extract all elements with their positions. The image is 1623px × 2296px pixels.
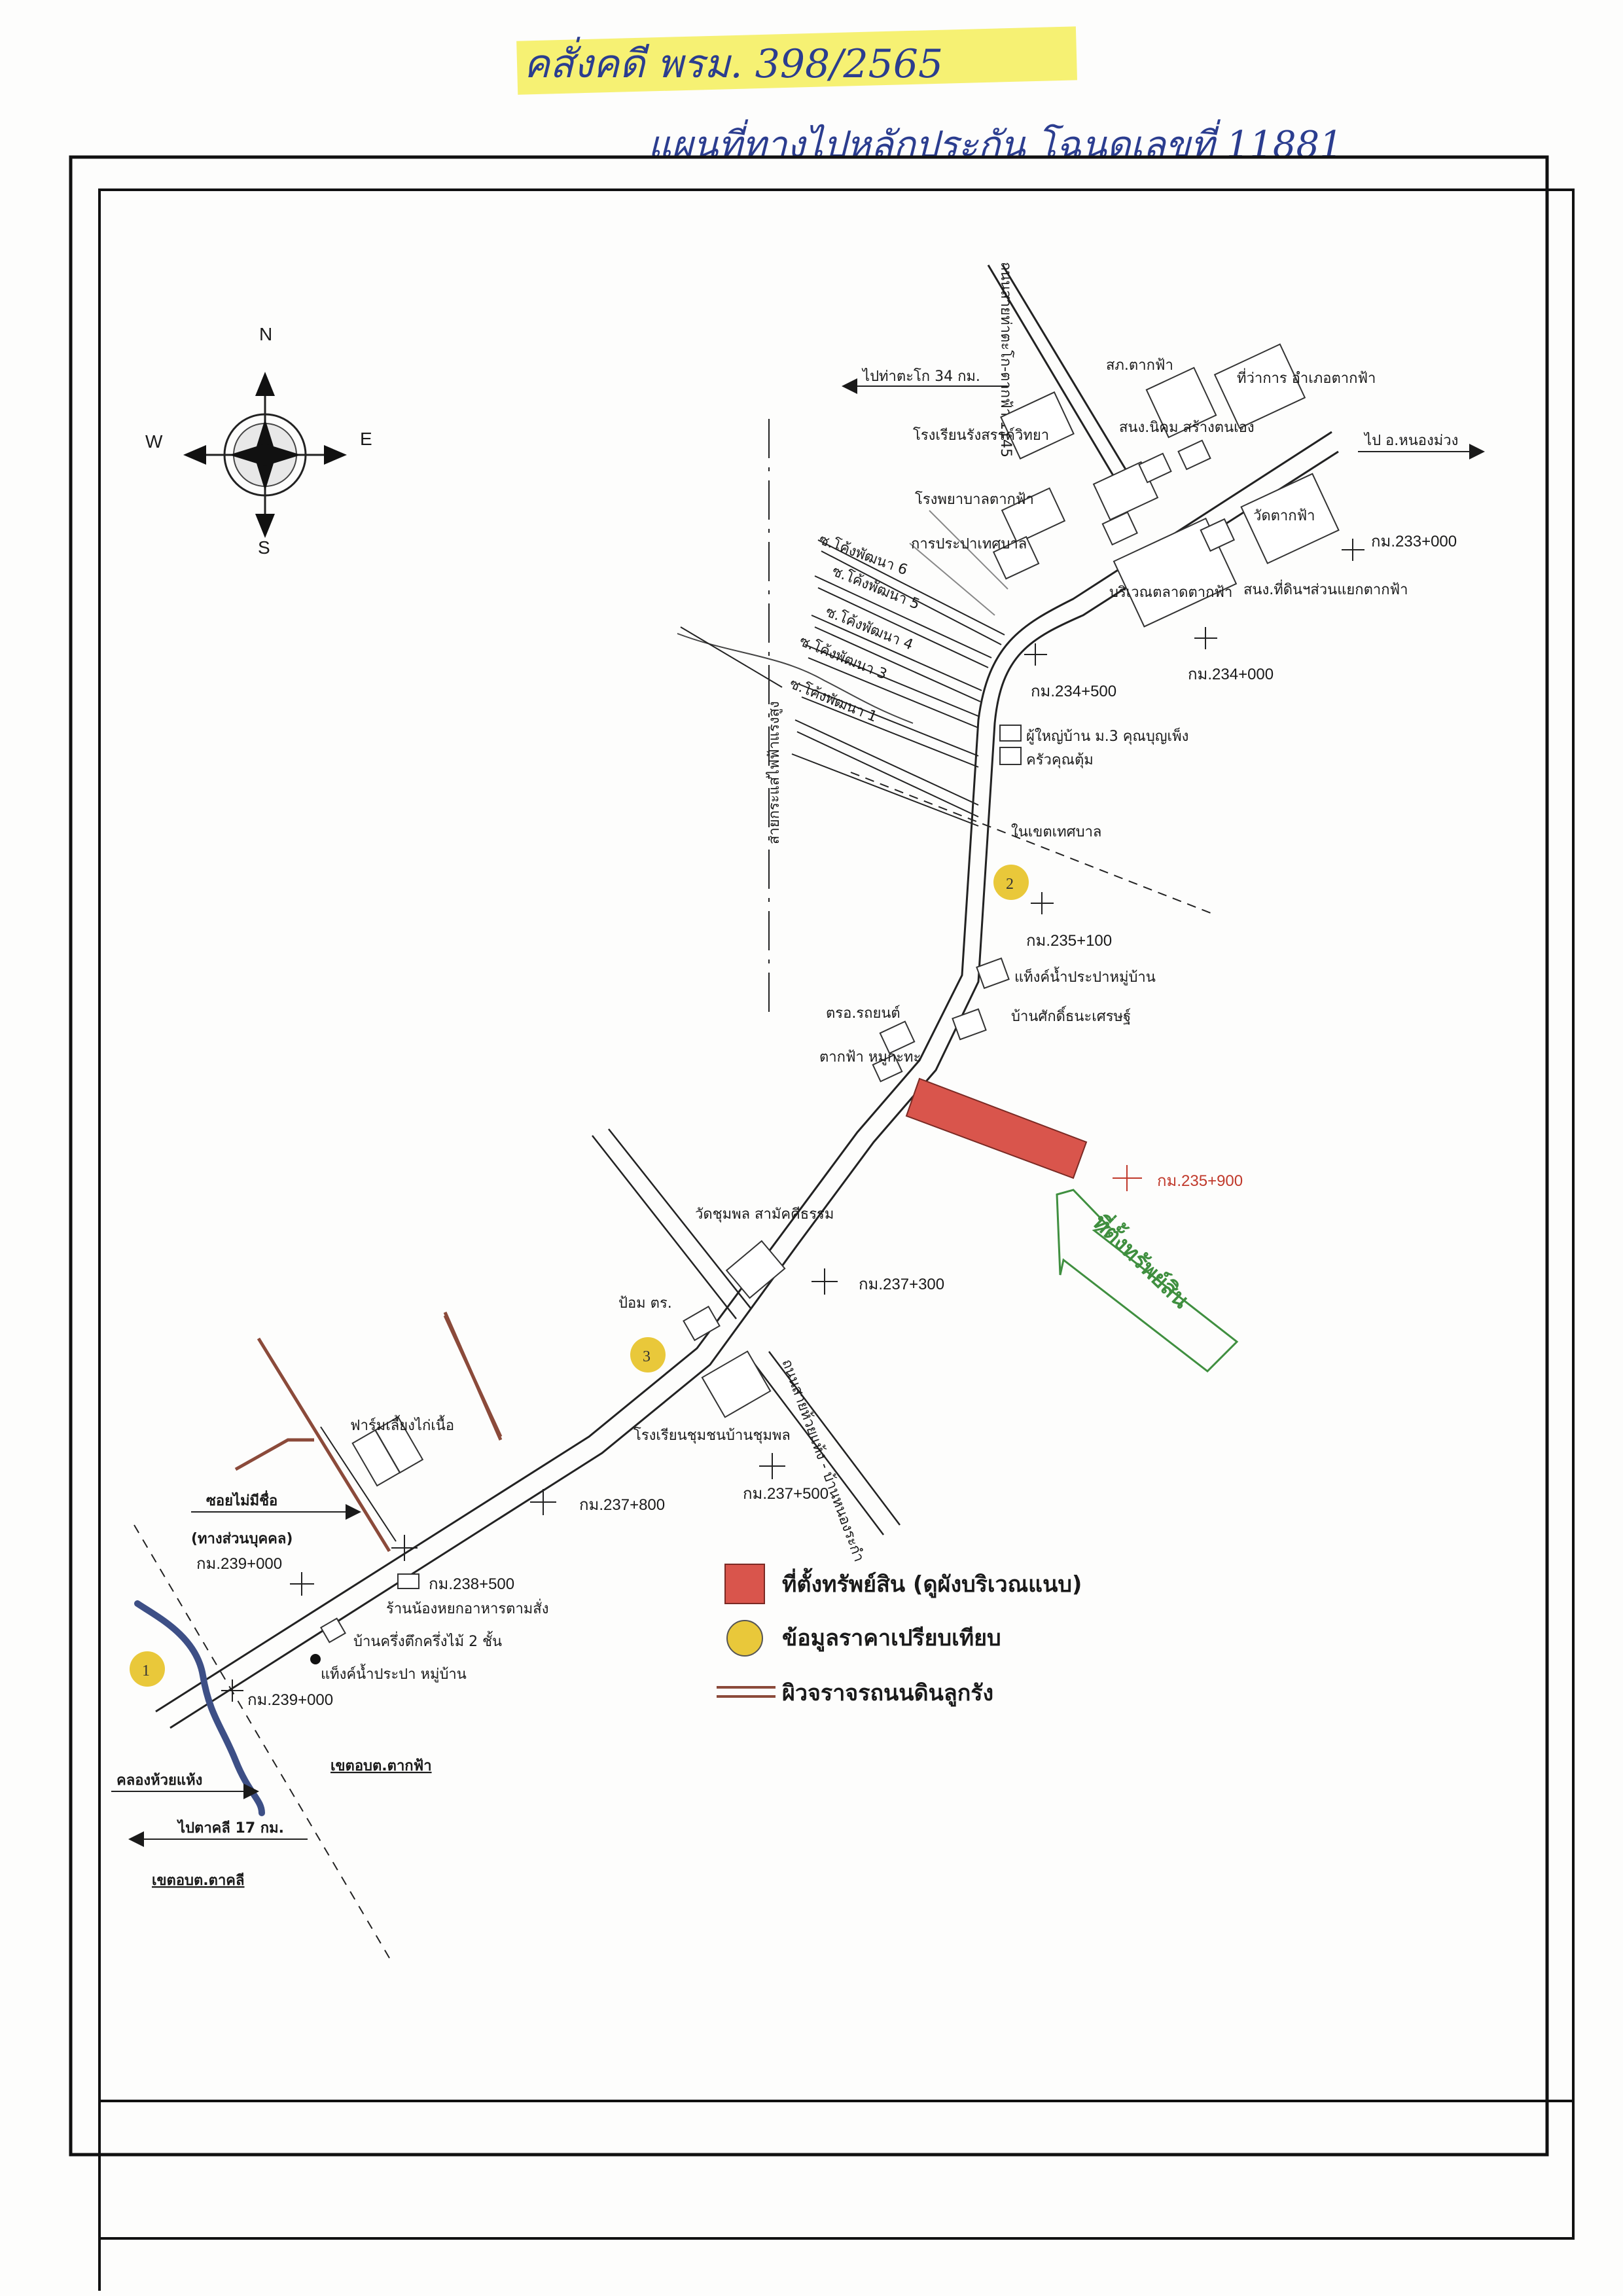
soi-lanes	[791, 539, 1005, 827]
restaurant-label: ร้านน้องหยกอาหารตามสั่ง	[386, 1598, 548, 1617]
wat-chumphon-label: วัดชุมพล สามัคคีธรรม	[695, 1206, 834, 1223]
house-sak-label: บ้านศักดิ์ธนะเศรษฐ์	[1011, 1006, 1131, 1025]
highway-police-label: ตรอ.รถยนต์	[826, 1005, 901, 1022]
soi-noname-label: ซอยไม่มีชื่อ	[206, 1490, 277, 1509]
school-chumphon-label: โรงเรียนชุมชนบ้านชุมพล	[633, 1427, 791, 1444]
building-cluster-north	[992, 343, 1340, 628]
km-237-3-label: กม.237+300	[859, 1276, 944, 1293]
police-takfa-label: สภ.ตากฟ้า	[1106, 357, 1173, 374]
km-239-a-label: กม.239+000	[196, 1555, 282, 1573]
svg-text:1: 1	[142, 1662, 150, 1679]
km-237-5-label: กม.237+500	[743, 1485, 829, 1503]
zone-takfa-label: เขตอบต.ตากฟ้า	[330, 1758, 432, 1774]
to-takhli-label: ไปตาคลี 17 กม.	[177, 1819, 284, 1837]
property-here-label: ที่ตั้งทรัพย์สิน	[1088, 1206, 1197, 1314]
dirt-roads	[234, 1312, 503, 1552]
wat-takfa-label: วัดตากฟ้า	[1253, 508, 1315, 524]
property-parcel	[905, 1077, 1088, 1179]
soi6-label: ซ.โค้งพัฒนา 6	[817, 531, 910, 579]
house-2fl-label: บ้านครึ่งตึกครึ่งไม้ 2 ชั้น	[353, 1631, 502, 1650]
compass-rose-icon: N S E W	[145, 324, 372, 558]
district-office-label: ที่ว่าการ อำเภอตากฟ้า	[1237, 368, 1376, 387]
moo-kata-label: ตากฟ้า หมูกะทะ	[819, 1049, 921, 1066]
legend-property: ที่ตั้งทรัพย์สิน (ดูผังบริเวณแนบ)	[782, 1568, 1082, 1598]
school-rung-label: โรงเรียนรังสรรค์วิทยา	[913, 427, 1049, 444]
village-tank-label: แท็งค์น้ำประปา หมู่บ้าน	[321, 1664, 467, 1683]
legend-dirt-road: ผิวจราจรถนนดินลูกรัง	[782, 1680, 993, 1707]
km-239-b-label: กม.239+000	[247, 1691, 333, 1709]
stream	[677, 633, 914, 724]
market-label: บริเวณตลาดตากฟ้า	[1109, 584, 1232, 601]
water-tank-label: แท็งค์น้ำประปาหมู่บ้าน	[1014, 967, 1156, 986]
compass-north: N	[259, 324, 272, 344]
km-234-5-label: กม.234+500	[1031, 683, 1116, 700]
legend-comparable-swatch	[726, 1620, 763, 1657]
to-nongmuang-label: ไป อ.หนองม่วง	[1363, 432, 1458, 449]
map-frame	[69, 155, 1549, 2157]
to-thatako-label: ไปท่าตะโก 34 กม.	[861, 368, 980, 385]
svg-text:3: 3	[643, 1348, 651, 1365]
chicken-farm-label: ฟาร์มเลี้ยงไก่เนื้อ	[350, 1415, 454, 1434]
km-234-label: กม.234+000	[1188, 666, 1274, 683]
legend-comparable: ข้อมูลราคาเปรียบเทียบ	[782, 1625, 1001, 1652]
nikhom-label: สนง.นิคม สร้างตนเอง	[1119, 420, 1255, 436]
comparable-marker-2	[993, 865, 1029, 900]
police-box-label: ป้อม ตร.	[618, 1295, 672, 1312]
svg-text:2: 2	[1006, 876, 1014, 893]
km-235-1-label: กม.235+100	[1026, 932, 1112, 950]
comparable-marker-1	[130, 1651, 165, 1687]
district-boundary	[134, 1524, 393, 1964]
km-235-9-label: กม.235+900	[1157, 1172, 1243, 1190]
map-subtitle: แผนที่ทางไปหลักประกัน โฉนดเลขที่ 11881	[648, 119, 1343, 166]
compass-east: E	[360, 429, 372, 449]
km-237-8-label: กม.237+800	[579, 1496, 665, 1514]
waterworks-label: การประปาเทศบาล	[911, 536, 1027, 552]
land-office-label: สนง.ที่ดินฯส่วนแยกตากฟ้า	[1243, 579, 1408, 598]
headman-label: ผู้ใหญ่บ้าน ม.3 คุณบุญเพ็ง	[1026, 726, 1188, 745]
crossroad	[592, 1128, 901, 1535]
order-reference: คสั่งคดี พรม. 398/2565	[524, 37, 943, 87]
hospital-label: โรงพยาบาลตากฟ้า	[915, 491, 1034, 508]
comparable-marker-3	[630, 1337, 666, 1372]
km-238-5-label: กม.238+500	[429, 1575, 514, 1593]
compass-west: W	[145, 431, 163, 452]
compass-south: S	[258, 537, 270, 558]
power-line-label: สายกระแสไฟฟ้าแรงสูง	[766, 701, 783, 844]
main-highway	[155, 431, 1339, 1729]
rd-huaykaeng-label: ถนนสายห้วยแห้ง - บ้านหนองระกำ	[778, 1357, 866, 1564]
legend-property-swatch	[724, 1564, 765, 1604]
municipal-label: ในเขตเทศบาล	[1011, 823, 1101, 840]
kitchen-label: ครัวคุณตุ้ม	[1026, 752, 1094, 768]
soi1-label: ซ.โค้งพัฒนา 1	[787, 675, 880, 725]
soi4-label: ซ.โค้งพัฒนา 4	[823, 603, 916, 653]
km-233-label: กม.233+000	[1371, 533, 1457, 550]
private-road-label: (ทางส่วนบุคคล)	[191, 1531, 293, 1548]
legend: ที่ตั้งทรัพย์สิน (ดูผังบริเวณแนบ) ข้อมูล…	[717, 1564, 1082, 1707]
footer-box	[98, 2100, 1575, 2240]
canal-label: คลองห้วยแห้ง	[116, 1772, 202, 1789]
road-1145	[987, 264, 1137, 488]
highlighter-mark	[516, 26, 1077, 95]
property-pointer-arrow: ที่ตั้งทรัพย์สิน	[1056, 1189, 1239, 1372]
inner-frame	[98, 188, 1575, 2102]
municipal-boundary	[850, 772, 1211, 914]
zone-takhli-label: เขตอบต.ตาคลี	[152, 1873, 245, 1889]
